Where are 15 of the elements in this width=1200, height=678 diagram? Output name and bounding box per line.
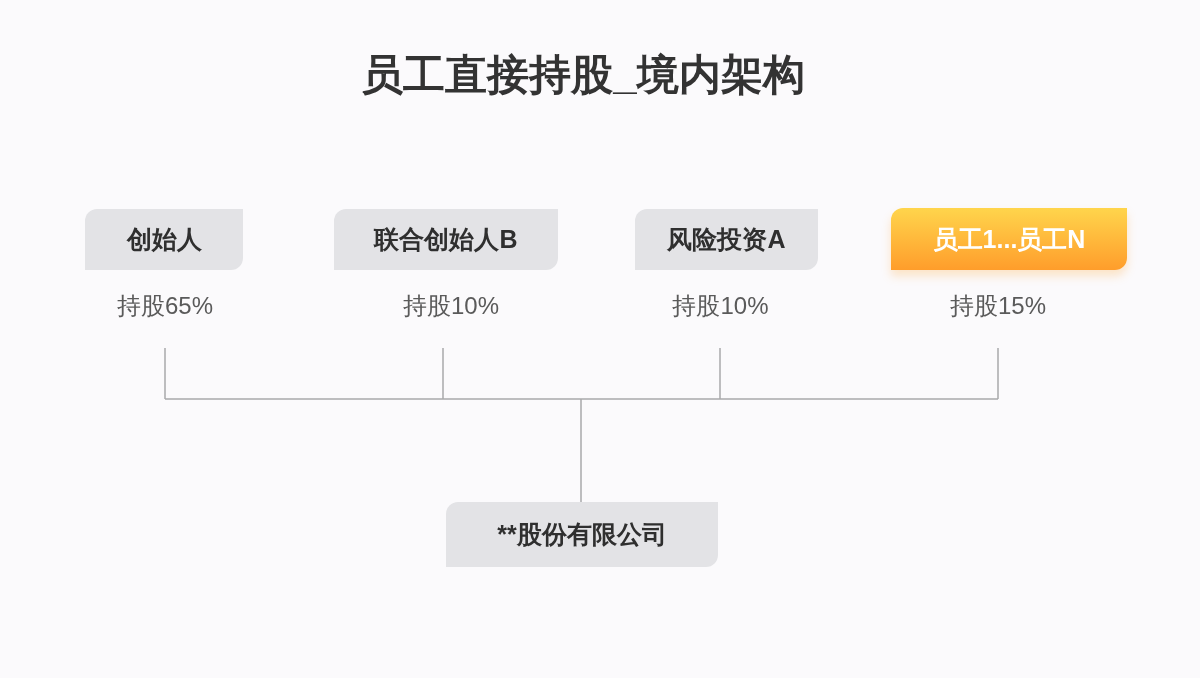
connector-line [164, 398, 999, 503]
share-percentage: 持股65% [117, 291, 213, 321]
connector-line [719, 347, 721, 400]
highlighted-box: 员工1...员工N [891, 208, 1127, 270]
share-percentage: 持股10% [672, 291, 769, 321]
label-box: 联合创始人B [334, 209, 558, 270]
title: 员工直接持股_境内架构 [361, 50, 805, 100]
connector-line [164, 347, 166, 400]
connector-line [442, 347, 444, 400]
share-percentage: 持股15% [950, 291, 1046, 321]
label-box: **股份有限公司 [446, 502, 718, 567]
share-percentage: 持股10% [403, 291, 499, 321]
label-box: 风险投资A [635, 209, 818, 270]
label-box: 创始人 [85, 209, 243, 270]
connector-line [997, 347, 999, 400]
